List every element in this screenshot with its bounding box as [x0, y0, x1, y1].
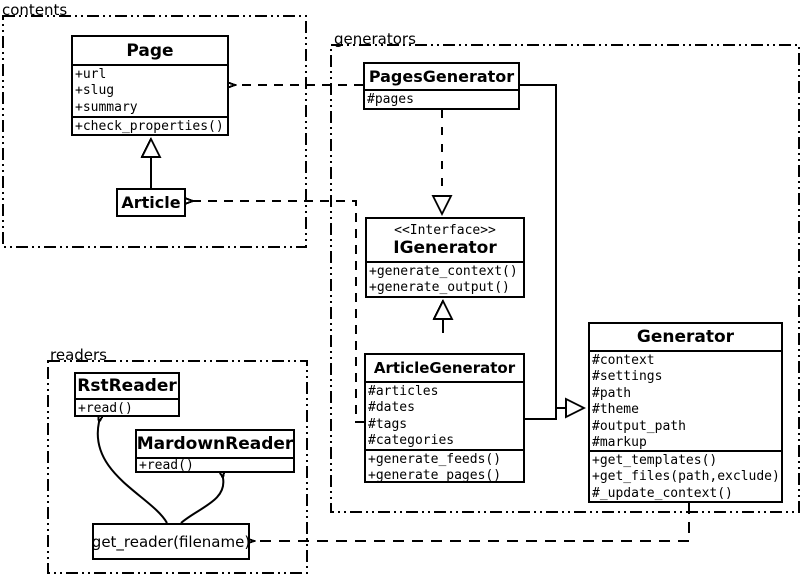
class-methods-articlegenerator: +generate_feeds() +generate_pages(): [366, 449, 523, 481]
method: +get_templates(): [592, 453, 718, 468]
generalization-pagesgenerator-to-generator: [520, 84, 557, 420]
class-methods-generator: +get_templates() +get_files(path,exclude…: [590, 450, 781, 501]
method: +check_properties(): [75, 119, 224, 134]
class-methods-rstreader: +read(): [76, 398, 178, 415]
class-attributes-articlegenerator: #articles #dates #tags #categories: [366, 381, 523, 449]
attribute: #markup: [592, 435, 647, 450]
package-label-readers: readers: [50, 346, 107, 364]
package-border-readers: [47, 360, 308, 574]
class-title-articlegenerator: ArticleGenerator: [373, 359, 516, 377]
class-box-pagesgenerator: PagesGenerator #pages: [363, 62, 520, 110]
call-getreader-to-mardownreader: [180, 478, 223, 524]
attribute: #pages: [367, 92, 414, 107]
attribute: #theme: [592, 402, 639, 418]
method: +generate_context(): [369, 264, 518, 279]
class-methods-mardownreader: +read(): [137, 457, 293, 471]
class-attributes-generator: #context #settings #path #theme #output_…: [590, 350, 781, 450]
class-methods-page: +check_properties(): [73, 116, 227, 134]
class-title-page: Page: [126, 40, 174, 61]
method: +generate_pages(): [368, 468, 502, 481]
class-box-rstreader: RstReader +read(): [74, 372, 180, 417]
class-box-article: Article: [116, 188, 186, 217]
class-box-articlegenerator: ArticleGenerator #articles #dates #tags …: [364, 353, 525, 483]
method: +read(): [78, 401, 133, 415]
package-label-contents: contents: [2, 1, 68, 19]
class-name-igenerator: IGenerator: [393, 237, 497, 258]
attribute: #articles: [368, 384, 439, 399]
class-box-generator: Generator #context #settings #path #them…: [588, 322, 783, 503]
class-title-mardownreader: MardownReader: [136, 434, 294, 454]
function-box-get-reader: get_reader(filename): [92, 523, 250, 560]
attribute: +url: [75, 67, 107, 82]
class-title-pagesgenerator: PagesGenerator: [368, 67, 515, 86]
method: #_update_context(): [592, 485, 733, 501]
class-attributes-page: +url +slug +summary: [73, 64, 227, 116]
class-box-igenerator: <<Interface>> IGenerator +generate_conte…: [365, 217, 525, 298]
dependency-articlegenerator-to-article: [193, 201, 364, 423]
attribute: #path: [592, 385, 632, 401]
class-attributes-pagesgenerator: #pages: [365, 89, 518, 108]
method: +generate_feeds(): [368, 452, 502, 467]
class-title-igenerator: <<Interface>> IGenerator: [367, 219, 523, 261]
attribute: #settings: [592, 369, 663, 385]
function-label-get-reader: get_reader(filename): [91, 532, 251, 551]
class-title-article: Article: [121, 193, 181, 212]
package-border-generators: [330, 44, 800, 513]
class-title-rstreader: RstReader: [77, 376, 177, 396]
attribute: #output_path: [592, 418, 686, 434]
class-title-generator: Generator: [636, 327, 735, 347]
attribute: #categories: [368, 433, 455, 449]
method: +get_files(path,exclude): [592, 469, 780, 485]
dependency-generator-to-getreader: [254, 503, 690, 541]
package-label-generators: generators: [334, 30, 416, 48]
class-methods-igenerator: +generate_context() +generate_output(): [367, 261, 523, 296]
method: +generate_output(): [369, 280, 510, 296]
package-border-contents: [2, 15, 307, 248]
attribute: +slug: [75, 83, 115, 99]
attribute: #dates: [368, 400, 415, 416]
class-box-page: Page +url +slug +summary +check_properti…: [71, 35, 229, 136]
call-getreader-to-rstreader: [98, 422, 168, 524]
method: +read(): [139, 458, 194, 471]
attribute: +summary: [75, 99, 138, 115]
attribute: #tags: [368, 416, 408, 432]
stereotype-interface: <<Interface>>: [394, 222, 496, 238]
attribute: #context: [592, 353, 655, 368]
class-box-mardownreader: MardownReader +read(): [135, 429, 295, 473]
